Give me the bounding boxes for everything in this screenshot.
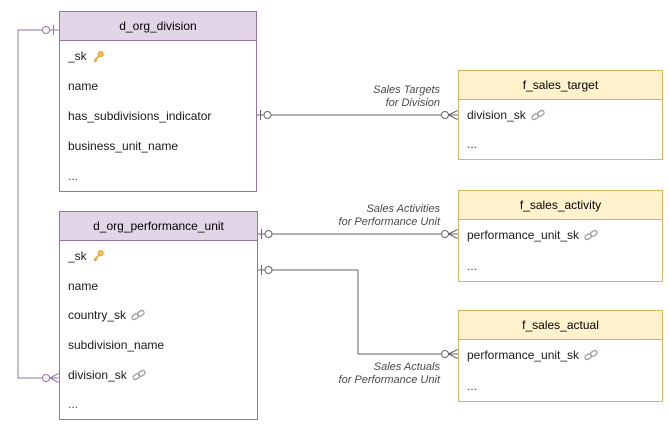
table-header[interactable]: d_org_division: [60, 12, 256, 41]
table-d-org-division[interactable]: d_org_division _sk name has_subdivisions…: [59, 11, 257, 192]
label-line: Sales Actuals: [373, 361, 440, 373]
table-header[interactable]: f_sales_actual: [459, 311, 662, 340]
table-d-org-performance-unit[interactable]: d_org_performance_unit _sk name country_…: [59, 211, 258, 420]
field-row[interactable]: performance_unit_sk: [459, 220, 662, 251]
field-name: name: [68, 79, 99, 93]
field-name: division_sk: [467, 107, 526, 122]
table-title: d_org_performance_unit: [93, 219, 224, 233]
field-row[interactable]: division_sk: [459, 100, 662, 130]
table-header[interactable]: f_sales_target: [459, 71, 662, 100]
table-header[interactable]: d_org_performance_unit: [60, 212, 257, 241]
table-f-sales-actual[interactable]: f_sales_actual performance_unit_sk ...: [458, 310, 663, 402]
relationship-line-sales-activities[interactable]: [258, 229, 458, 239]
field-name: country_sk: [68, 308, 127, 323]
field-row[interactable]: _sk: [60, 241, 257, 271]
table-title: f_sales_activity: [519, 198, 602, 212]
label-line: Sales Activities: [366, 203, 440, 215]
link-icon: [531, 109, 545, 121]
field-row[interactable]: ...: [60, 161, 256, 191]
relationship-label-sales-targets[interactable]: Sales Targets for Division: [373, 84, 440, 110]
field-name: performance_unit_sk: [467, 348, 580, 363]
table-title: f_sales_actual: [522, 318, 599, 332]
field-name: _sk: [68, 248, 87, 263]
field-name: performance_unit_sk: [467, 228, 580, 243]
relationship-line-sales-targets[interactable]: [257, 110, 458, 120]
key-icon: [92, 249, 105, 262]
relationship-label-sales-actuals[interactable]: Sales Actuals for Performance Unit: [339, 361, 440, 387]
field-name: ...: [467, 137, 478, 152]
label-line: for Performance Unit: [338, 216, 440, 228]
table-title: f_sales_target: [522, 78, 599, 92]
link-icon: [131, 309, 145, 321]
field-row[interactable]: division_sk: [60, 360, 257, 390]
field-row[interactable]: ...: [459, 251, 662, 282]
field-row[interactable]: _sk: [60, 41, 256, 71]
link-icon: [132, 369, 146, 381]
field-row[interactable]: has_subdivisions_indicator: [60, 101, 256, 131]
field-name: ...: [68, 397, 79, 412]
field-name: ...: [68, 169, 79, 183]
field-row[interactable]: ...: [459, 371, 662, 402]
label-line: for Performance Unit: [338, 374, 440, 386]
field-row[interactable]: name: [60, 71, 256, 101]
field-name: has_subdivisions_indicator: [68, 109, 212, 123]
field-row[interactable]: ...: [60, 389, 257, 419]
field-row[interactable]: performance_unit_sk: [459, 340, 662, 371]
relationship-line-division-self[interactable]: [17, 25, 59, 383]
field-row[interactable]: business_unit_name: [60, 131, 256, 161]
table-title: d_org_division: [119, 19, 197, 33]
field-name: ...: [467, 258, 478, 273]
relationship-line-sales-actuals[interactable]: [258, 265, 458, 359]
label-line: Sales Targets: [373, 84, 440, 96]
label-line: for Division: [385, 97, 440, 109]
field-name: subdivision_name: [68, 337, 165, 352]
key-icon: [92, 50, 105, 63]
link-icon: [584, 349, 598, 361]
field-name: division_sk: [68, 367, 127, 382]
table-header[interactable]: f_sales_activity: [459, 191, 662, 220]
field-name: _sk: [68, 49, 87, 63]
field-row[interactable]: subdivision_name: [60, 330, 257, 360]
table-f-sales-activity[interactable]: f_sales_activity performance_unit_sk ...: [458, 190, 663, 282]
field-name: ...: [467, 378, 478, 393]
field-row[interactable]: ...: [459, 130, 662, 160]
field-name: business_unit_name: [68, 139, 179, 153]
link-icon: [584, 229, 598, 241]
field-row[interactable]: country_sk: [60, 300, 257, 330]
field-name: name: [68, 278, 99, 293]
relationship-label-sales-activities[interactable]: Sales Activities for Performance Unit: [339, 203, 440, 229]
field-row[interactable]: name: [60, 271, 257, 301]
table-f-sales-target[interactable]: f_sales_target division_sk ...: [458, 70, 663, 160]
